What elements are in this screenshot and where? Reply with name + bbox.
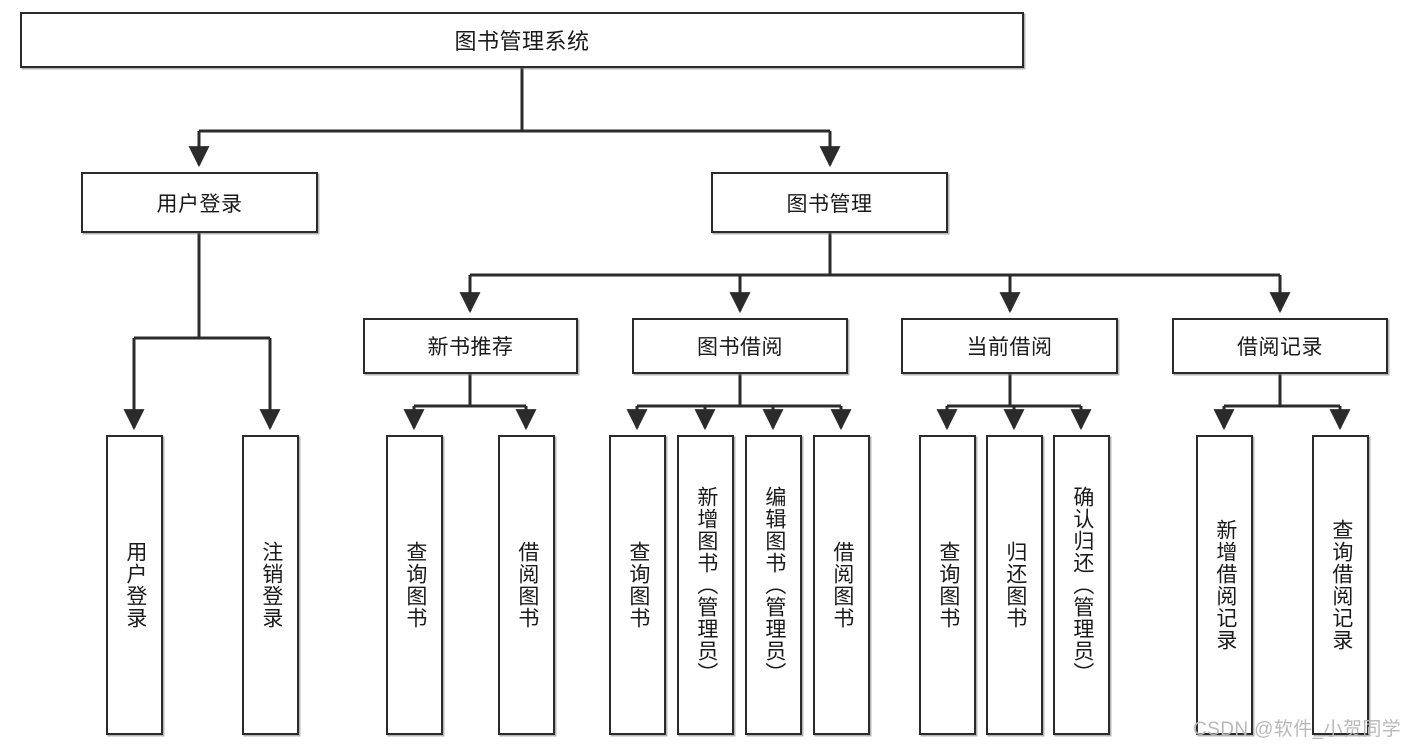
node-label: 借阅图书 (515, 541, 539, 629)
node-label: 归还图书 (1003, 541, 1027, 629)
leaf-current-borrow-return[interactable]: 归还图书 (986, 435, 1043, 735)
node-label: 查询图书 (403, 541, 427, 629)
node-book-management[interactable]: 图书管理 (711, 172, 948, 233)
leaf-user-login-login[interactable]: 用户登录 (106, 435, 163, 735)
node-label: 用户登录 (123, 541, 147, 629)
node-book-borrow[interactable]: 图书借阅 (632, 318, 848, 374)
node-label: 图书借阅 (697, 336, 783, 359)
leaf-new-book-query[interactable]: 查询图书 (386, 435, 443, 735)
node-label: 新增借阅记录 (1213, 519, 1237, 651)
node-root-system[interactable]: 图书管理系统 (20, 12, 1024, 68)
node-label: 新书推荐 (427, 336, 514, 359)
node-label: 用户登录 (156, 192, 243, 216)
node-label: 图书管理 (786, 192, 873, 216)
leaf-book-borrow-query[interactable]: 查询图书 (609, 435, 666, 735)
node-current-borrow[interactable]: 当前借阅 (901, 318, 1118, 374)
leaf-borrow-record-query[interactable]: 查询借阅记录 (1312, 435, 1369, 735)
leaf-new-book-borrow[interactable]: 借阅图书 (498, 435, 555, 735)
csdn-watermark: CSDN @软件_小贺同学 (1193, 719, 1402, 740)
node-label: 查询图书 (936, 541, 960, 629)
node-new-book-recommend[interactable]: 新书推荐 (363, 318, 578, 374)
node-label: 查询借阅记录 (1329, 519, 1353, 651)
node-label: 注销登录 (259, 541, 283, 629)
leaf-book-borrow-borrow[interactable]: 借阅图书 (813, 435, 870, 735)
leaf-current-borrow-query[interactable]: 查询图书 (919, 435, 976, 735)
node-label: 编辑图书（管理员） (762, 486, 786, 684)
leaf-borrow-record-add[interactable]: 新增借阅记录 (1196, 435, 1253, 735)
node-label: 借阅记录 (1237, 336, 1323, 359)
node-label: 查询图书 (626, 541, 650, 629)
leaf-current-borrow-confirm-return[interactable]: 确认归还（管理员） (1053, 435, 1110, 735)
node-label: 确认归还（管理员） (1070, 486, 1094, 684)
node-borrow-record[interactable]: 借阅记录 (1172, 318, 1388, 374)
leaf-book-borrow-edit[interactable]: 编辑图书（管理员） (745, 435, 802, 735)
node-label: 当前借阅 (966, 336, 1053, 359)
leaf-user-login-logout[interactable]: 注销登录 (242, 435, 299, 735)
node-user-login[interactable]: 用户登录 (81, 172, 318, 233)
node-label: 图书管理系统 (454, 29, 590, 54)
node-label: 新增图书（管理员） (694, 486, 718, 684)
leaf-book-borrow-add[interactable]: 新增图书（管理员） (677, 435, 734, 735)
node-label: 借阅图书 (830, 541, 854, 629)
